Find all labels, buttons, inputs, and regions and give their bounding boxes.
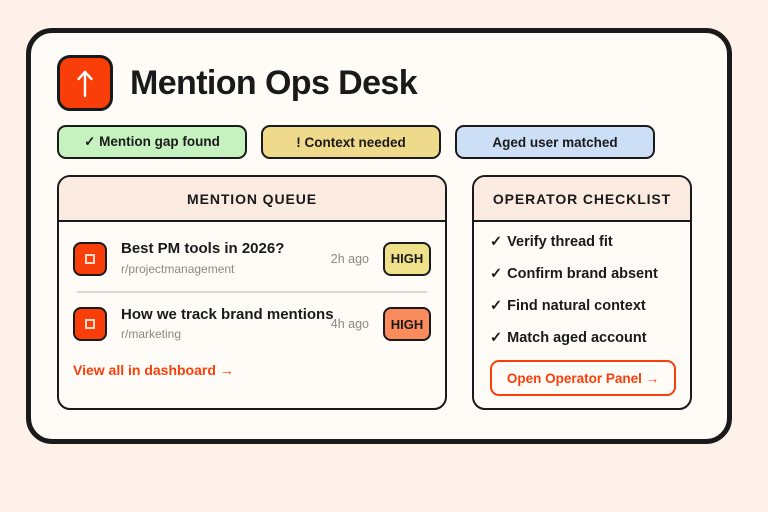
mention-queue-body: Best PM tools in 2026? r/projectmanageme…: [59, 222, 445, 390]
mention-queue-header: MENTION QUEUE: [59, 177, 445, 222]
checklist-item[interactable]: ✓Match aged account: [490, 330, 676, 346]
checklist-item[interactable]: ✓Verify thread fit: [490, 234, 676, 250]
status-badge-row: ✓ Mention gap found ! Context needed Age…: [57, 125, 701, 159]
checklist-item[interactable]: ✓Confirm brand absent: [490, 266, 676, 282]
check-icon: ✓: [490, 234, 503, 250]
check-icon: ✓: [490, 330, 503, 346]
check-icon: ✓: [490, 298, 503, 314]
app-header: Mention Ops Desk: [57, 55, 701, 111]
view-all-dashboard-link[interactable]: View all in dashboard →: [73, 362, 234, 379]
queue-row-subreddit: r/projectmanagement: [121, 261, 235, 276]
check-icon: ✓: [490, 266, 503, 282]
up-arrow-icon: [75, 68, 95, 98]
checklist-item[interactable]: ✓Find natural context: [490, 298, 676, 314]
checklist-item-label: Find natural context: [507, 298, 646, 314]
app-logo: [57, 55, 113, 111]
mention-queue-panel: MENTION QUEUE Best PM tools in 2026? r/p…: [57, 175, 447, 410]
queue-row-time: 4h ago: [330, 317, 369, 332]
queue-row[interactable]: How we track brand mentions r/marketing …: [73, 300, 431, 350]
queue-row-time: 2h ago: [330, 251, 369, 266]
queue-row-title: Best PM tools in 2026?: [121, 240, 285, 257]
queue-row-divider: [77, 290, 427, 293]
panels-row: MENTION QUEUE Best PM tools in 2026? r/p…: [57, 175, 701, 410]
queue-row-subreddit: r/marketing: [121, 327, 182, 342]
status-badge-context-needed[interactable]: ! Context needed: [261, 125, 441, 159]
queue-row-text: Best PM tools in 2026? r/projectmanageme…: [121, 240, 317, 278]
status-badge-aged-user[interactable]: Aged user matched: [455, 125, 655, 159]
square-outline-icon: [73, 307, 107, 342]
checklist-item-label: Verify thread fit: [507, 234, 613, 250]
checklist-item-label: Confirm brand absent: [507, 266, 658, 282]
queue-row[interactable]: Best PM tools in 2026? r/projectmanageme…: [73, 234, 431, 284]
square-outline-icon: [73, 241, 107, 276]
operator-checklist-header: OPERATOR CHECKLIST: [474, 177, 690, 222]
queue-row-title: How we track brand mentions: [121, 305, 334, 323]
open-operator-panel-button[interactable]: Open Operator Panel →: [490, 360, 676, 396]
page-title: Mention Ops Desk: [130, 64, 418, 102]
queue-row-priority-badge: HIGH: [383, 241, 431, 276]
operator-checklist-body: ✓Verify thread fit ✓Confirm brand absent…: [474, 222, 690, 408]
queue-row-text: How we track brand mentions r/marketing: [121, 305, 334, 344]
queue-row-priority-badge: HIGH: [383, 307, 431, 342]
app-card: Mention Ops Desk ✓ Mention gap found ! C…: [26, 28, 732, 444]
checklist-item-label: Match aged account: [507, 330, 647, 346]
operator-checklist-panel: OPERATOR CHECKLIST ✓Verify thread fit ✓C…: [472, 175, 692, 410]
status-badge-mention-gap[interactable]: ✓ Mention gap found: [57, 125, 247, 159]
